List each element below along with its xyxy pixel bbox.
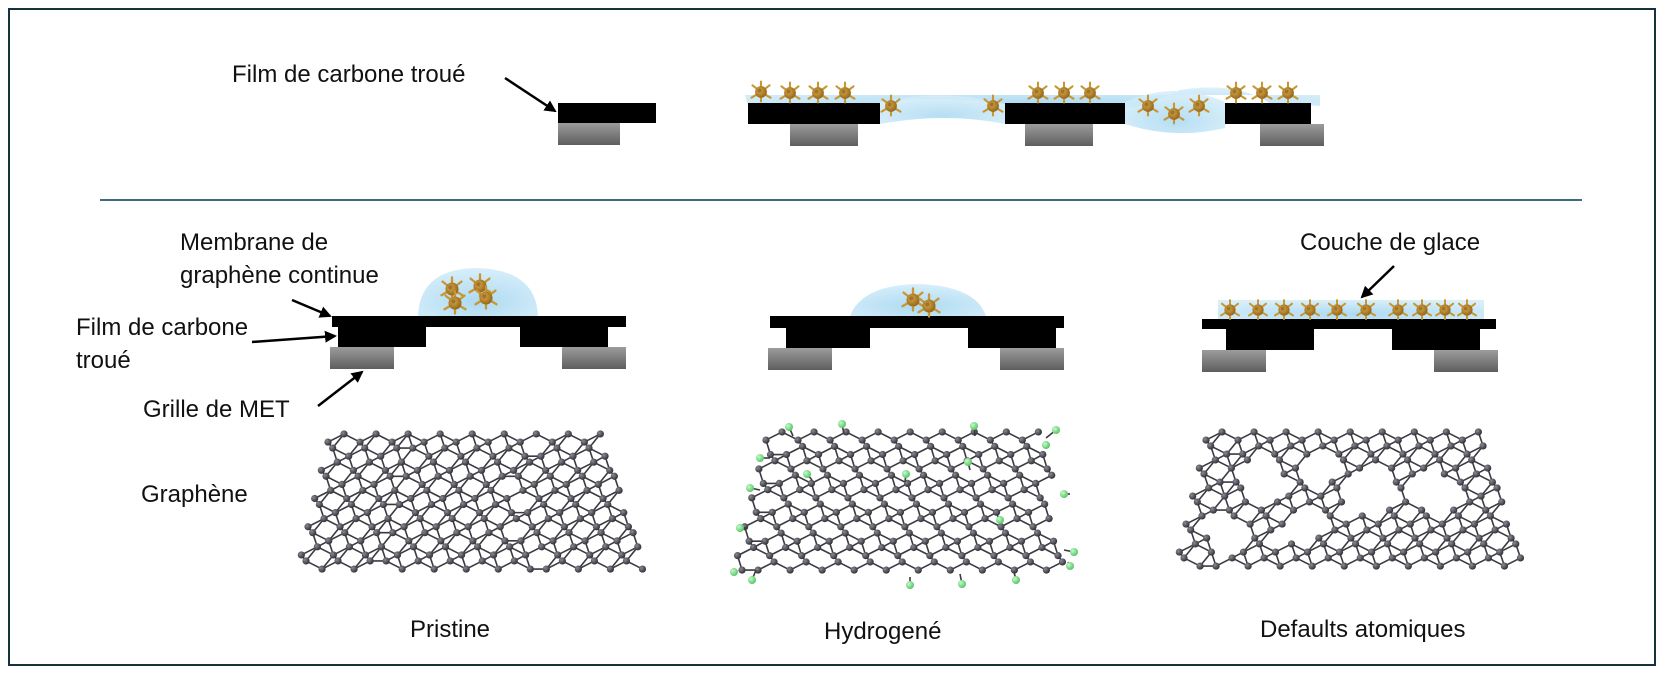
protein-particle-icon (1053, 81, 1075, 104)
protein-particle-icon (1225, 81, 1247, 104)
protein-particle-icon (1248, 299, 1268, 320)
protein-particle-icon (1027, 81, 1049, 104)
protein-particle-icon (1163, 102, 1185, 125)
panel-defects-grid (1202, 299, 1498, 372)
graphene-lattice-icon (1175, 428, 1525, 570)
label-top-film: Film de carbone troué (232, 61, 466, 88)
arrow-icon (504, 76, 557, 113)
top-grid-holey (745, 80, 1324, 146)
label-graphene: Graphène (141, 481, 248, 508)
graphene-lattice-icon (297, 430, 647, 573)
panel-hydrogenated-grid (768, 284, 1064, 370)
protein-particle-icon (1251, 81, 1273, 104)
protein-particle-icon (1435, 299, 1455, 320)
arrow-icon (317, 370, 364, 407)
protein-particle-icon (834, 81, 856, 104)
label-ice-layer: Couche de glace (1300, 229, 1481, 256)
label-membrane-line1: Membrane de (180, 229, 329, 256)
protein-particle-icon (474, 285, 498, 310)
caption-defects: Defaults atomiques (1260, 616, 1466, 643)
protein-particle-icon (917, 293, 941, 318)
protein-particle-icon (880, 94, 902, 117)
top-grid-single (558, 103, 656, 145)
figure-frame (8, 8, 1656, 666)
arrow-icon (251, 330, 337, 344)
protein-particle-icon (1457, 299, 1477, 320)
protein-particle-icon (1188, 94, 1210, 117)
protein-particle-icon (443, 290, 467, 315)
protein-particle-icon (1388, 299, 1408, 320)
label-film-line2: troué (76, 347, 131, 374)
protein-particle-icon (1300, 299, 1320, 320)
caption-pristine: Pristine (410, 616, 491, 643)
protein-particle-icon (750, 80, 772, 103)
caption-hydrogenated: Hydrogené (824, 618, 942, 645)
protein-particle-icon (1079, 81, 1101, 104)
label-film-line1: Film de carbone (76, 314, 249, 341)
protein-particle-icon (1412, 299, 1432, 320)
protein-particle-icon (1137, 94, 1159, 117)
protein-particle-icon (1327, 299, 1347, 320)
arrow-icon (291, 298, 332, 318)
label-membrane-line2: graphène continue (180, 262, 379, 289)
protein-particle-icon (779, 81, 801, 104)
protein-particle-icon (1356, 299, 1376, 320)
protein-particle-icon (982, 94, 1004, 117)
protein-particle-icon (901, 287, 925, 312)
arrow-icon (1360, 265, 1395, 299)
protein-particle-icon (1274, 299, 1294, 320)
panel-pristine-grid (330, 268, 626, 369)
protein-particle-icon (807, 81, 829, 104)
graphene-lattice-icon (730, 420, 1078, 589)
protein-particle-icon (1277, 81, 1299, 104)
protein-particle-icon (440, 276, 464, 301)
label-grid: Grille de MET (143, 396, 290, 423)
protein-particle-icon (1220, 299, 1240, 320)
